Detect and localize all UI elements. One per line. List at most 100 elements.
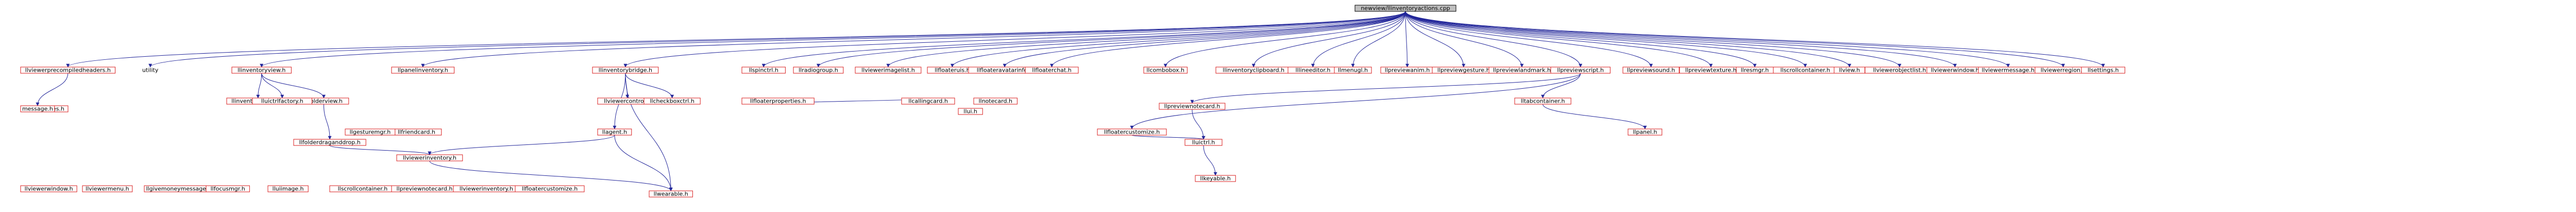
node-lib[interactable]: llinventorybridge.h <box>592 67 659 74</box>
node-label: llpreviewnotecard.h <box>1164 103 1220 110</box>
node-lclip[interactable]: llinventoryclipboard.h <box>1215 67 1292 74</box>
node-label: llviewerprecompiledheaders.h <box>25 67 111 74</box>
node-lvph[interactable]: llviewerprecompiledheaders.h <box>20 67 116 74</box>
node-label: lllineeditor.h <box>1296 67 1331 74</box>
node-luictrl2[interactable]: lluictrl.h <box>1184 139 1223 146</box>
node-lwcustom[interactable]: llfloatercustomize.h <box>515 185 585 192</box>
node-label: llpanelinventory.h <box>398 67 448 74</box>
edge-lpresp-luictrl2 <box>1192 109 1206 140</box>
node-lnote[interactable]: llnotecard.h <box>973 97 1018 105</box>
node-lpgest[interactable]: llpreviewgesture.h <box>1432 67 1496 74</box>
node-lfcust[interactable]: llfloatercustomize.h <box>1097 128 1167 136</box>
node-utility: utility <box>142 67 159 74</box>
node-lfriend[interactable]: llfriendcard.h <box>391 128 442 136</box>
node-box <box>1195 175 1236 182</box>
node-lchkbox[interactable]: llcheckboxctrl.h <box>643 97 701 105</box>
node-root: newview/llinventoryactions.cpp <box>1354 5 1456 12</box>
node-lvmenu[interactable]: llviewermenu.h <box>82 185 133 192</box>
node-lscrollview[interactable]: llscrollcontainer.h <box>329 185 396 192</box>
node-lradio[interactable]: llradiogroup.h <box>793 67 844 74</box>
node-ljoystick[interactable]: llviewercontrol.h <box>597 97 657 105</box>
node-lfavi[interactable]: llfloateravatarinfo.h <box>968 67 1041 74</box>
node-label: llfriendcard.h <box>398 129 435 136</box>
edge-root-lpgest <box>1405 11 1466 68</box>
node-lptex[interactable]: llpreviewtexture.h <box>1679 67 1743 74</box>
node-lspinctrl[interactable]: llspinctrl.h <box>741 67 786 74</box>
node-lcallcard[interactable]: llcallingcard.h <box>901 97 955 105</box>
edge-root-lptex <box>1405 11 1713 68</box>
node-lviewinv[interactable]: llviewerinventory.h <box>396 154 463 161</box>
node-lwearable[interactable]: llwearable.h <box>649 190 693 198</box>
node-lpinv[interactable]: llpanelinventory.h <box>391 67 455 74</box>
node-lfuis[interactable]: llfloateruis.h <box>927 67 978 74</box>
node-liv[interactable]: llinventoryview.h <box>231 67 292 74</box>
node-lplm[interactable]: llpreviewlandmark.h <box>1488 67 1555 74</box>
node-lvobjlist[interactable]: llviewerobjectlist.h <box>1865 67 1935 74</box>
node-label: llgesturemgr.h <box>350 129 391 136</box>
node-lpsnd[interactable]: llpreviewsound.h <box>1622 67 1680 74</box>
node-lprvtex2[interactable]: llpreviewnotecard.h <box>391 185 458 192</box>
edge-lvph-message <box>36 73 69 106</box>
node-lfocus[interactable]: llfocusmgr.h <box>206 185 250 192</box>
node-box <box>592 67 659 74</box>
edge-root-lmenu <box>1351 11 1406 68</box>
edge-lpscr-lfcust <box>1130 73 1581 129</box>
node-lvimgl[interactable]: llviewerimagelist.h <box>855 67 922 74</box>
edge-root-lvregion <box>1405 11 2065 68</box>
node-llpanel[interactable]: llpanel.h <box>1628 128 1663 136</box>
edge-root-lresmgr <box>1405 11 1757 68</box>
node-lvmsg[interactable]: llviewermessage.h <box>1978 67 2038 74</box>
node-label: llgivemoneymessage.h <box>146 186 211 192</box>
node-lfchat[interactable]: llfloaterchat.h <box>1025 67 1079 74</box>
edge-root-lpinv <box>421 11 1406 68</box>
node-lpresp[interactable]: llpreviewnotecard.h <box>1159 103 1226 110</box>
node-label: llfloatercustomize.h <box>522 186 578 192</box>
node-box <box>231 67 292 74</box>
node-luih[interactable]: llui.h <box>958 108 983 115</box>
edge-root-lpsnd <box>1405 11 1653 68</box>
edge-lviewinv-lwearable <box>429 160 673 191</box>
node-label: llcombobox.h <box>1146 67 1184 74</box>
node-box <box>1550 67 1611 74</box>
node-box <box>793 67 844 74</box>
node-label: llfloateruis.h <box>935 67 970 74</box>
node-lcombo[interactable]: llcombobox.h <box>1143 67 1188 74</box>
node-label: llpreviewnotecard.h <box>396 186 452 192</box>
node-lview[interactable]: llview.h <box>1834 67 1866 74</box>
node-lfvinv[interactable]: llviewerinventory.h <box>453 185 520 192</box>
node-box <box>391 67 455 74</box>
edge-root-liv <box>260 11 1406 68</box>
node-label: llview.h <box>1839 67 1860 74</box>
node-box <box>741 67 786 74</box>
node-lpscr[interactable]: llpreviewscript.h <box>1550 67 1611 74</box>
node-luictrl[interactable]: lluictrlfactory.h <box>252 97 312 105</box>
node-lmenu[interactable]: llmenugl.h <box>1334 67 1372 74</box>
node-lfolddnd[interactable]: llfolderdraganddrop.h <box>293 139 366 146</box>
node-box <box>1097 128 1167 136</box>
node-lgivmsg[interactable]: llgivemoneymessage.h <box>144 185 214 192</box>
node-box <box>1159 103 1226 110</box>
node-lprpan[interactable]: llpreviewanim.h <box>1380 67 1434 74</box>
node-lvregion[interactable]: llviewerregion.h <box>2035 67 2092 74</box>
node-label: llfloatercustomize.h <box>1104 129 1160 136</box>
node-lfprop[interactable]: llfloaterproperties.h <box>741 97 815 105</box>
node-box <box>643 97 701 105</box>
node-lwresp[interactable]: llviewerwindow.h <box>20 185 77 192</box>
edge-root-lvwindow <box>1405 11 1957 68</box>
node-luiimg[interactable]: lluiimage.h <box>267 185 309 192</box>
node-lgestmgr[interactable]: llgesturemgr.h <box>345 128 396 136</box>
node-lresmgr[interactable]: llresmgr.h <box>1736 67 1774 74</box>
node-llineedit[interactable]: lllineeditor.h <box>1287 67 1338 74</box>
node-label: llfocusmgr.h <box>211 186 245 192</box>
node-lsettings[interactable]: llsettings.h <box>2081 67 2125 74</box>
node-ltabc[interactable]: lltabcontainer.h <box>1514 97 1571 105</box>
node-lscrollc[interactable]: llscrollcontainer.h <box>1772 67 1839 74</box>
node-message[interactable]: message.h <box>20 105 55 112</box>
node-lagent[interactable]: llagent.h <box>597 128 632 136</box>
edge-root-lspinctrl <box>761 11 1406 68</box>
node-label: llviewerinventory.h <box>403 155 456 161</box>
node-box <box>1334 67 1372 74</box>
node-lkeyable[interactable]: llkeyable.h <box>1195 175 1236 182</box>
node-lvwindow[interactable]: llviewerwindow.h <box>1926 67 1984 74</box>
